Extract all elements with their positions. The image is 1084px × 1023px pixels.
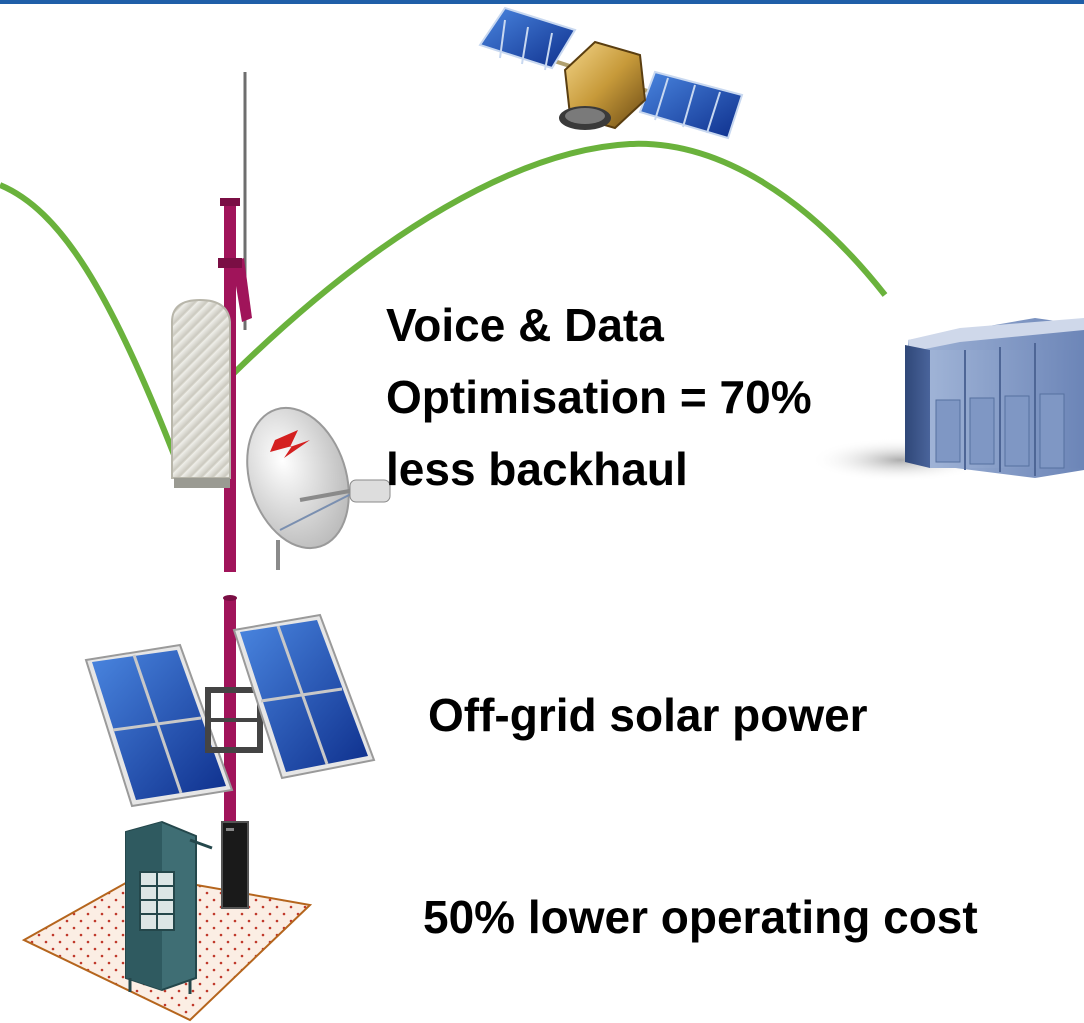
satellite-dish-icon [246,406,391,570]
solar-panel-icon [84,613,376,808]
caption-voice-line-3: less backhaul [386,443,688,495]
caption-voice-line-1: Voice & Data [386,299,664,351]
link-arc-satellite [229,140,888,378]
caption-voice-line-2: Optimisation = 70% [386,371,812,423]
satellite-icon [478,6,744,140]
battery-box-icon [221,821,249,909]
equipment-cabinet-icon [125,820,213,994]
radio-unit-icon [171,298,231,488]
caption-operating-cost: 50% lower operating cost [423,891,978,943]
caption-voice-data: Voice & Data Optimisation = 70% less bac… [386,289,856,505]
link-arc-left [0,182,181,467]
top-accent-bar [0,0,1084,4]
server-rack-icon [810,318,1084,482]
caption-solar-power: Off-grid solar power [428,689,868,741]
